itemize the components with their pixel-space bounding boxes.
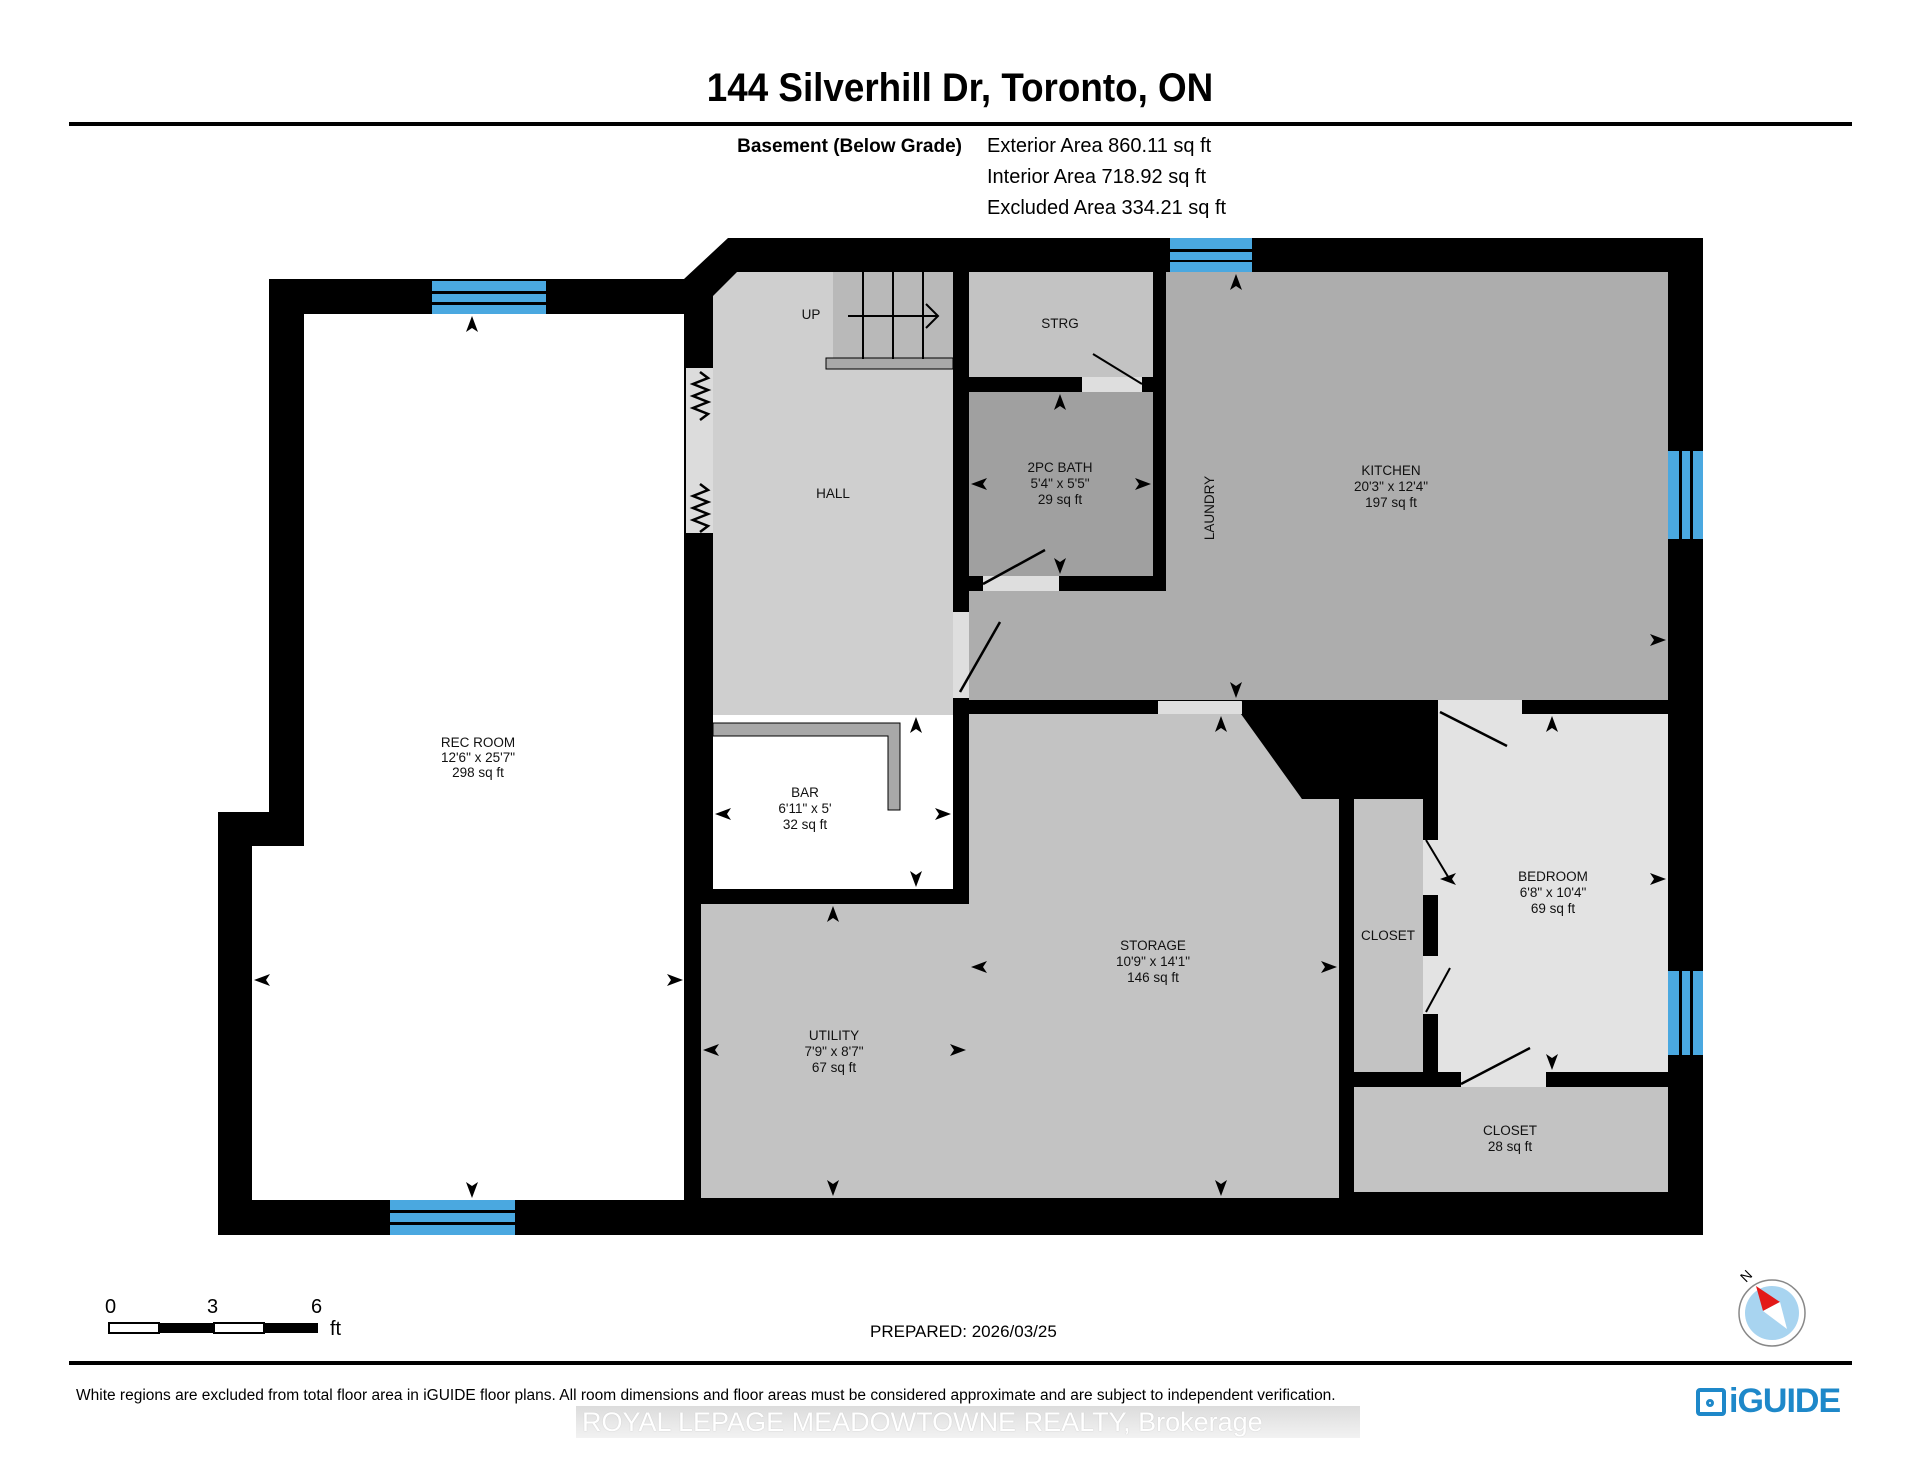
rec-room-label: REC ROOM (441, 735, 515, 750)
scale-tick-3: 3 (207, 1296, 219, 1318)
bath-label: 2PC BATH (1027, 460, 1092, 475)
strg-label: STRG (1041, 316, 1079, 331)
kitchen-label: KITCHEN (1361, 463, 1420, 478)
strg-floor (969, 272, 1153, 377)
bar-dims: 6'11" x 5' (778, 801, 831, 816)
dimension-arrows (254, 274, 1666, 1198)
kitchen-floor (969, 272, 1668, 700)
bath-door-opening (983, 576, 1059, 591)
prepared-date: PREPARED: 2026/03/25 (870, 1322, 1057, 1341)
compass-north-label: N (1737, 1267, 1755, 1285)
window (390, 1200, 515, 1235)
window (1668, 451, 1703, 539)
bedroom-label: BEDROOM (1518, 869, 1588, 884)
door-swing (1425, 839, 1451, 881)
bath-floor (969, 392, 1153, 576)
bath-dims: 5'4" x 5'5" (1030, 476, 1089, 491)
closet-door-opening (1423, 956, 1438, 1014)
scale-tick-6: 6 (311, 1296, 323, 1318)
kitchen-storage-opening (1158, 701, 1242, 714)
door-swing (958, 621, 1002, 693)
kitchen-area: 197 sq ft (1365, 495, 1417, 510)
rec-room-dims: 12'6" x 25'7" (441, 750, 515, 765)
bar-label: BAR (791, 785, 819, 800)
bar-counter (712, 722, 901, 811)
rec-room-area: 298 sq ft (452, 765, 504, 780)
rec-room-floor (252, 314, 684, 1200)
iguide-logo: iGUIDE (1696, 1382, 1841, 1421)
stairs-landing (825, 357, 954, 370)
bedroom-floor (1438, 714, 1668, 1072)
scale-tick-0: 0 (105, 1296, 117, 1318)
utility-area: 67 sq ft (812, 1060, 857, 1075)
window (432, 281, 546, 314)
zigzag-icon (689, 483, 712, 533)
stairs-up-label: UP (802, 307, 821, 322)
utility-dims: 7'9" x 8'7" (804, 1044, 863, 1059)
zigzag-icon (689, 371, 712, 421)
page-title: 144 Silverhill Dr, Toronto, ON (706, 66, 1214, 110)
bedroom-dims: 6'8" x 10'4" (1520, 885, 1587, 900)
storage-floor (701, 714, 1339, 1198)
footer-divider (69, 1361, 1852, 1365)
closet-1-label: CLOSET (1361, 928, 1415, 943)
storage-area: 146 sq ft (1127, 970, 1179, 985)
disclaimer: White regions are excluded from total fl… (76, 1387, 1336, 1404)
scale-unit: ft (330, 1318, 342, 1340)
closet-2-floor (1354, 1087, 1668, 1192)
exterior-area: Exterior Area 860.11 sq ft (987, 135, 1212, 157)
bar-floor (713, 715, 953, 889)
kitchen-dims: 20'3" x 12'4" (1354, 479, 1428, 494)
wall-wedge (1241, 700, 1438, 799)
window (1668, 971, 1703, 1055)
header-divider (69, 122, 1852, 126)
compass-icon: N (1737, 1267, 1806, 1347)
bedroom-door-opening (1438, 700, 1522, 714)
bath-area: 29 sq ft (1038, 492, 1083, 507)
closet-2-label: CLOSET (1483, 1123, 1537, 1138)
logo-text: iGUIDE (1729, 1382, 1841, 1420)
laundry-label: LAUNDRY (1202, 476, 1217, 540)
door-swing (1439, 710, 1508, 748)
bedroom-area: 69 sq ft (1531, 901, 1576, 916)
closet-1-floor (1354, 799, 1423, 1072)
door-swing (1460, 1046, 1531, 1086)
closet-2-area: 28 sq ft (1488, 1139, 1533, 1154)
bar-area: 32 sq ft (783, 817, 828, 832)
strg-door-opening (1082, 377, 1142, 392)
hall-floor (713, 272, 953, 715)
brokerage-watermark: ROYAL LEPAGE MEADOWTOWNE REALTY, Brokera… (576, 1406, 1360, 1438)
camera-icon (1696, 1387, 1726, 1416)
hall-label: HALL (816, 486, 850, 501)
interior-area: Interior Area 718.92 sq ft (987, 166, 1207, 188)
closet-2-door-opening (1461, 1072, 1546, 1087)
scale-bar (108, 1322, 318, 1334)
door-swing (1425, 967, 1451, 1013)
storage-dims: 10'9" x 14'1" (1116, 954, 1190, 969)
excluded-area: Excluded Area 334.21 sq ft (987, 197, 1227, 219)
door-swing (1092, 353, 1143, 385)
door-swing (982, 548, 1046, 586)
floor-label: Basement (Below Grade) (737, 136, 962, 157)
utility-label: UTILITY (809, 1028, 859, 1043)
storage-label: STORAGE (1120, 938, 1186, 953)
hall-kitchen-door-opening (953, 612, 969, 698)
window (1170, 238, 1252, 272)
